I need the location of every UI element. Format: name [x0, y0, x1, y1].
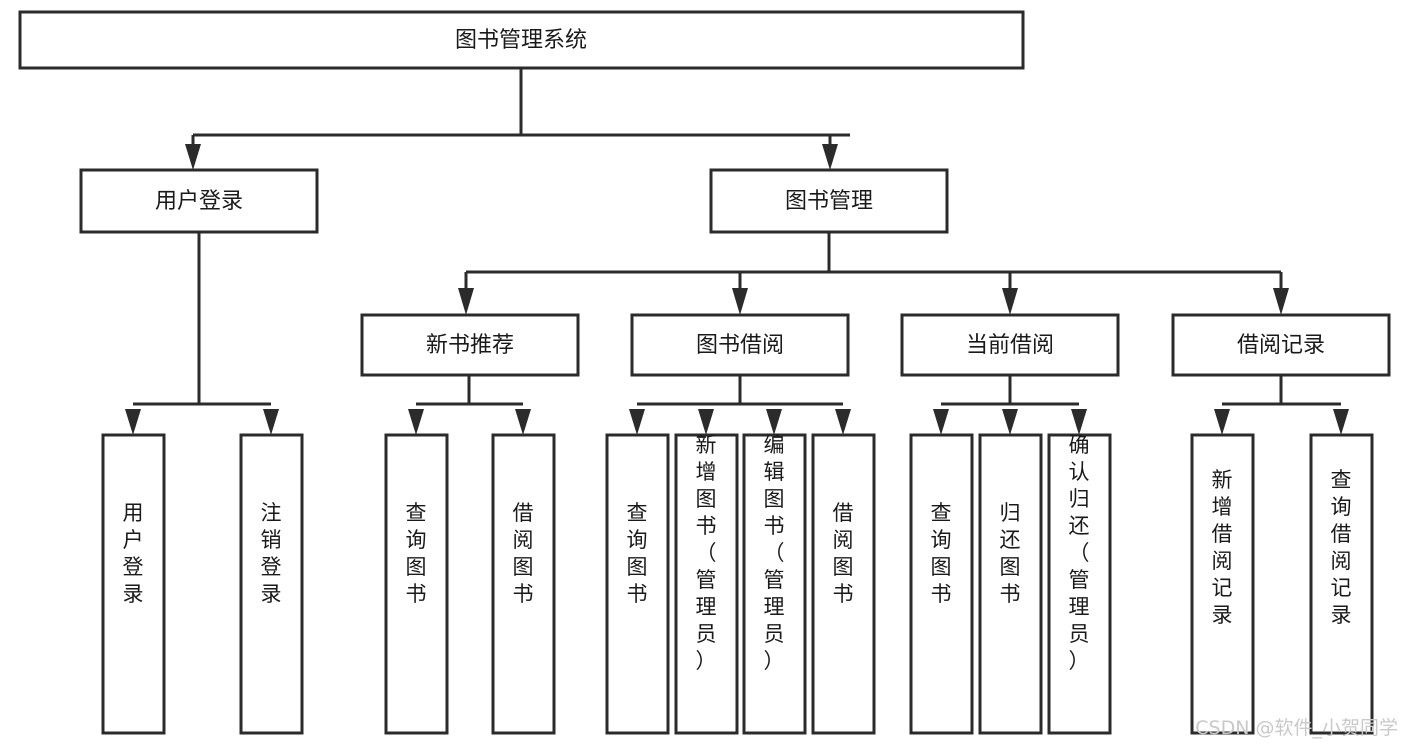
arrow-head-icon [1214, 409, 1230, 435]
node-leaf-query-book-3-box[interactable] [909, 433, 974, 735]
arrow-head-icon [822, 144, 838, 170]
node-leaf-query-book-3[interactable]: 查询图书 [909, 433, 974, 735]
node-leaf-borrow-book-1-box[interactable] [491, 433, 556, 735]
connector-userlogin-to-leaves [125, 232, 279, 435]
node-root-box[interactable] [18, 10, 1025, 70]
arrow-head-icon [732, 288, 748, 315]
node-leaf-return-book-box[interactable] [978, 433, 1043, 735]
arrow-head-icon [1002, 288, 1018, 315]
node-user-login[interactable]: 用户登录 [79, 168, 319, 234]
node-borrow-record-box[interactable] [1171, 313, 1391, 377]
arrow-head-icon [698, 409, 714, 435]
node-leaf-borrow-book-2-label: 借阅图书 [833, 501, 854, 606]
node-book-borrow-label: 图书借阅 [696, 333, 784, 358]
arrow-head-icon [458, 288, 474, 315]
node-leaf-borrow-book-1[interactable]: 借阅图书 [491, 433, 556, 735]
node-new-book-recommend[interactable]: 新书推荐 [360, 313, 580, 377]
node-leaf-query-record-box[interactable] [1309, 433, 1374, 735]
node-current-borrow[interactable]: 当前借阅 [900, 313, 1120, 377]
arrow-head-icon [185, 144, 201, 170]
node-leaf-query-book-2-box[interactable] [605, 433, 670, 735]
node-leaf-edit-book-label: 编辑图书（管理员） [764, 433, 785, 673]
connector-root-to-level2 [185, 68, 850, 170]
node-leaf-query-book-2-label: 查询图书 [627, 501, 648, 606]
node-new-book-recommend-box[interactable] [360, 313, 580, 377]
node-leaf-confirm-return-box[interactable] [1047, 433, 1112, 735]
node-book-management[interactable]: 图书管理 [709, 168, 949, 234]
node-leaf-query-record-label: 查询借阅记录 [1331, 468, 1352, 627]
node-book-borrow-box[interactable] [630, 313, 850, 377]
node-leaf-confirm-return[interactable]: 确认归还（管理员） [1047, 433, 1112, 735]
node-leaf-edit-book[interactable]: 编辑图书（管理员） [742, 433, 807, 735]
node-leaf-query-book-3-label: 查询图书 [931, 501, 952, 606]
node-root-label: 图书管理系统 [455, 28, 587, 53]
node-leaf-user-login-label: 用户登录 [123, 501, 144, 606]
node-leaf-borrow-book-1-label: 借阅图书 [513, 501, 534, 606]
arrow-head-icon [1333, 409, 1349, 435]
node-leaf-query-book-1[interactable]: 查询图书 [384, 433, 449, 735]
node-leaf-return-book[interactable]: 归还图书 [978, 433, 1043, 735]
node-current-borrow-label: 当前借阅 [966, 333, 1054, 358]
node-book-management-box[interactable] [709, 168, 949, 234]
arrow-head-icon [933, 409, 949, 435]
node-leaf-query-book-1-label: 查询图书 [406, 501, 427, 606]
node-leaf-add-record[interactable]: 新增借阅记录 [1190, 433, 1255, 735]
node-leaf-user-logout-label: 注销登录 [261, 501, 282, 606]
node-leaf-borrow-book-2[interactable]: 借阅图书 [811, 433, 876, 735]
arrow-head-icon [1071, 409, 1087, 435]
node-leaf-query-book-1-box[interactable] [384, 433, 449, 735]
connector-borrowrecord-to-leaves [1214, 375, 1349, 435]
connector-bookborrow-to-leaves [629, 375, 851, 435]
connector-bookmgmt-to-level3 [458, 232, 1289, 315]
node-leaf-user-logout[interactable]: 注销登录 [239, 433, 304, 735]
node-leaf-borrow-book-2-box[interactable] [811, 433, 876, 735]
arrow-head-icon [1273, 288, 1289, 315]
node-leaf-add-book-box[interactable] [674, 433, 739, 735]
arrow-head-icon [766, 409, 782, 435]
node-borrow-record-label: 借阅记录 [1237, 333, 1325, 358]
node-current-borrow-box[interactable] [900, 313, 1120, 377]
node-leaf-edit-book-box[interactable] [742, 433, 807, 735]
node-leaf-query-book-2[interactable]: 查询图书 [605, 433, 670, 735]
node-root[interactable]: 图书管理系统 [18, 10, 1025, 70]
arrow-head-icon [408, 409, 424, 435]
node-user-login-label: 用户登录 [155, 189, 243, 214]
node-leaf-add-record-label: 新增借阅记录 [1212, 468, 1233, 627]
node-borrow-record[interactable]: 借阅记录 [1171, 313, 1391, 377]
node-leaf-confirm-return-label: 确认归还（管理员） [1069, 433, 1090, 673]
node-book-management-label: 图书管理 [785, 189, 873, 214]
arrow-head-icon [835, 409, 851, 435]
node-leaf-user-login-box[interactable] [101, 433, 166, 735]
node-leaf-return-book-label: 归还图书 [1000, 501, 1021, 606]
node-leaf-user-login[interactable]: 用户登录 [101, 433, 166, 735]
arrow-head-icon [515, 409, 531, 435]
node-leaf-add-book[interactable]: 新增图书（管理员） [674, 433, 739, 735]
connector-newbook-to-leaves [408, 375, 531, 435]
connector-currentborrow-to-leaves [933, 375, 1087, 435]
node-leaf-user-logout-box[interactable] [239, 433, 304, 735]
node-new-book-recommend-label: 新书推荐 [426, 333, 514, 358]
arrow-head-icon [629, 409, 645, 435]
node-leaf-add-record-box[interactable] [1190, 433, 1255, 735]
node-user-login-box[interactable] [79, 168, 319, 234]
watermark-label: CSDN @软件_小贺同学 [1195, 717, 1398, 739]
arrow-head-icon [1002, 409, 1018, 435]
arrow-head-icon [125, 409, 141, 435]
node-leaf-query-record[interactable]: 查询借阅记录 [1309, 433, 1374, 735]
node-leaf-add-book-label: 新增图书（管理员） [696, 433, 717, 673]
arrow-head-icon [263, 409, 279, 435]
node-book-borrow[interactable]: 图书借阅 [630, 313, 850, 377]
